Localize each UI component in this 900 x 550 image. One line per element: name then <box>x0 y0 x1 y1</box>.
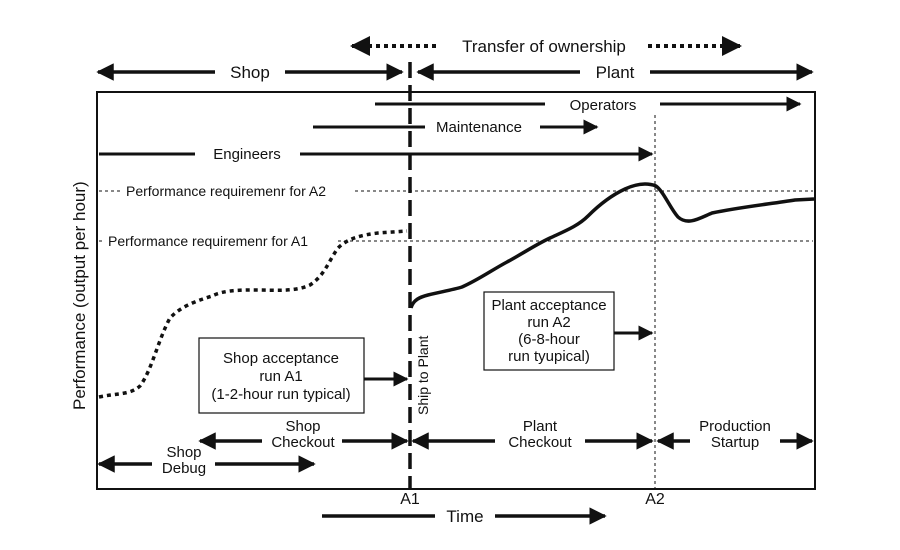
production-startup-line1: Production <box>699 418 771 435</box>
plot-frame <box>96 91 816 490</box>
x-axis-label: Time <box>446 507 483 526</box>
transfer-of-ownership-label: Transfer of ownership <box>462 37 626 56</box>
plant-acceptance-line2: run A2 <box>527 314 570 331</box>
shop-label: Shop <box>230 63 270 82</box>
shop-checkout-arrow: Shop Checkout <box>198 418 409 451</box>
plant-acceptance-line3: (6-8-hour <box>518 331 580 348</box>
shop-acceptance-line3: (1-2-hour run typical) <box>211 386 350 403</box>
shop-acceptance-box <box>198 337 365 414</box>
shop-acceptance-line1: Shop acceptance <box>223 350 339 367</box>
plant-span-arrow: Plant <box>416 63 814 82</box>
ship-to-plant-label: Ship to Plant <box>415 336 431 415</box>
shop-checkout-line2: Checkout <box>271 434 335 451</box>
req-a2-label: Performance requiremenr for A2 <box>126 183 326 199</box>
engineers-arrow: Engineers <box>99 146 654 163</box>
shop-checkout-line1: Shop <box>285 418 320 435</box>
production-startup-arrow: Production Startup <box>656 418 814 451</box>
tick-a2: A2 <box>645 491 665 508</box>
plant-checkout-arrow: Plant Checkout <box>411 418 654 451</box>
plant-checkout-line2: Checkout <box>508 434 572 451</box>
time-arrow: Time <box>322 507 607 526</box>
maintenance-label: Maintenance <box>436 119 522 136</box>
shop-debug-arrow: Shop Debug <box>97 444 316 477</box>
operators-label: Operators <box>570 97 637 114</box>
operators-arrow: Operators <box>375 96 802 114</box>
y-axis-label: Performance (output per hour) <box>70 181 89 410</box>
shop-debug-line2: Debug <box>162 460 206 477</box>
plant-performance-curve <box>409 182 815 309</box>
plant-acceptance-line4: run tyupical) <box>508 348 590 365</box>
plant-acceptance-box <box>483 291 615 371</box>
tick-a1: A1 <box>400 491 420 508</box>
plant-acceptance-line1: Plant acceptance <box>491 297 606 314</box>
maintenance-arrow: Maintenance <box>313 119 599 136</box>
shop-acceptance-line2: run A1 <box>259 368 302 385</box>
plant-checkout-line1: Plant <box>523 418 558 435</box>
transfer-of-ownership-arrow: Transfer of ownership <box>350 36 742 56</box>
engineers-label: Engineers <box>213 146 281 163</box>
shop-debug-line1: Shop <box>166 444 201 461</box>
shop-performance-curve <box>98 229 408 399</box>
production-startup-line2: Startup <box>711 434 759 451</box>
plant-label: Plant <box>596 63 635 82</box>
shop-span-arrow: Shop <box>96 63 404 82</box>
req-a1-label: Performance requiremenr for A1 <box>108 233 308 249</box>
